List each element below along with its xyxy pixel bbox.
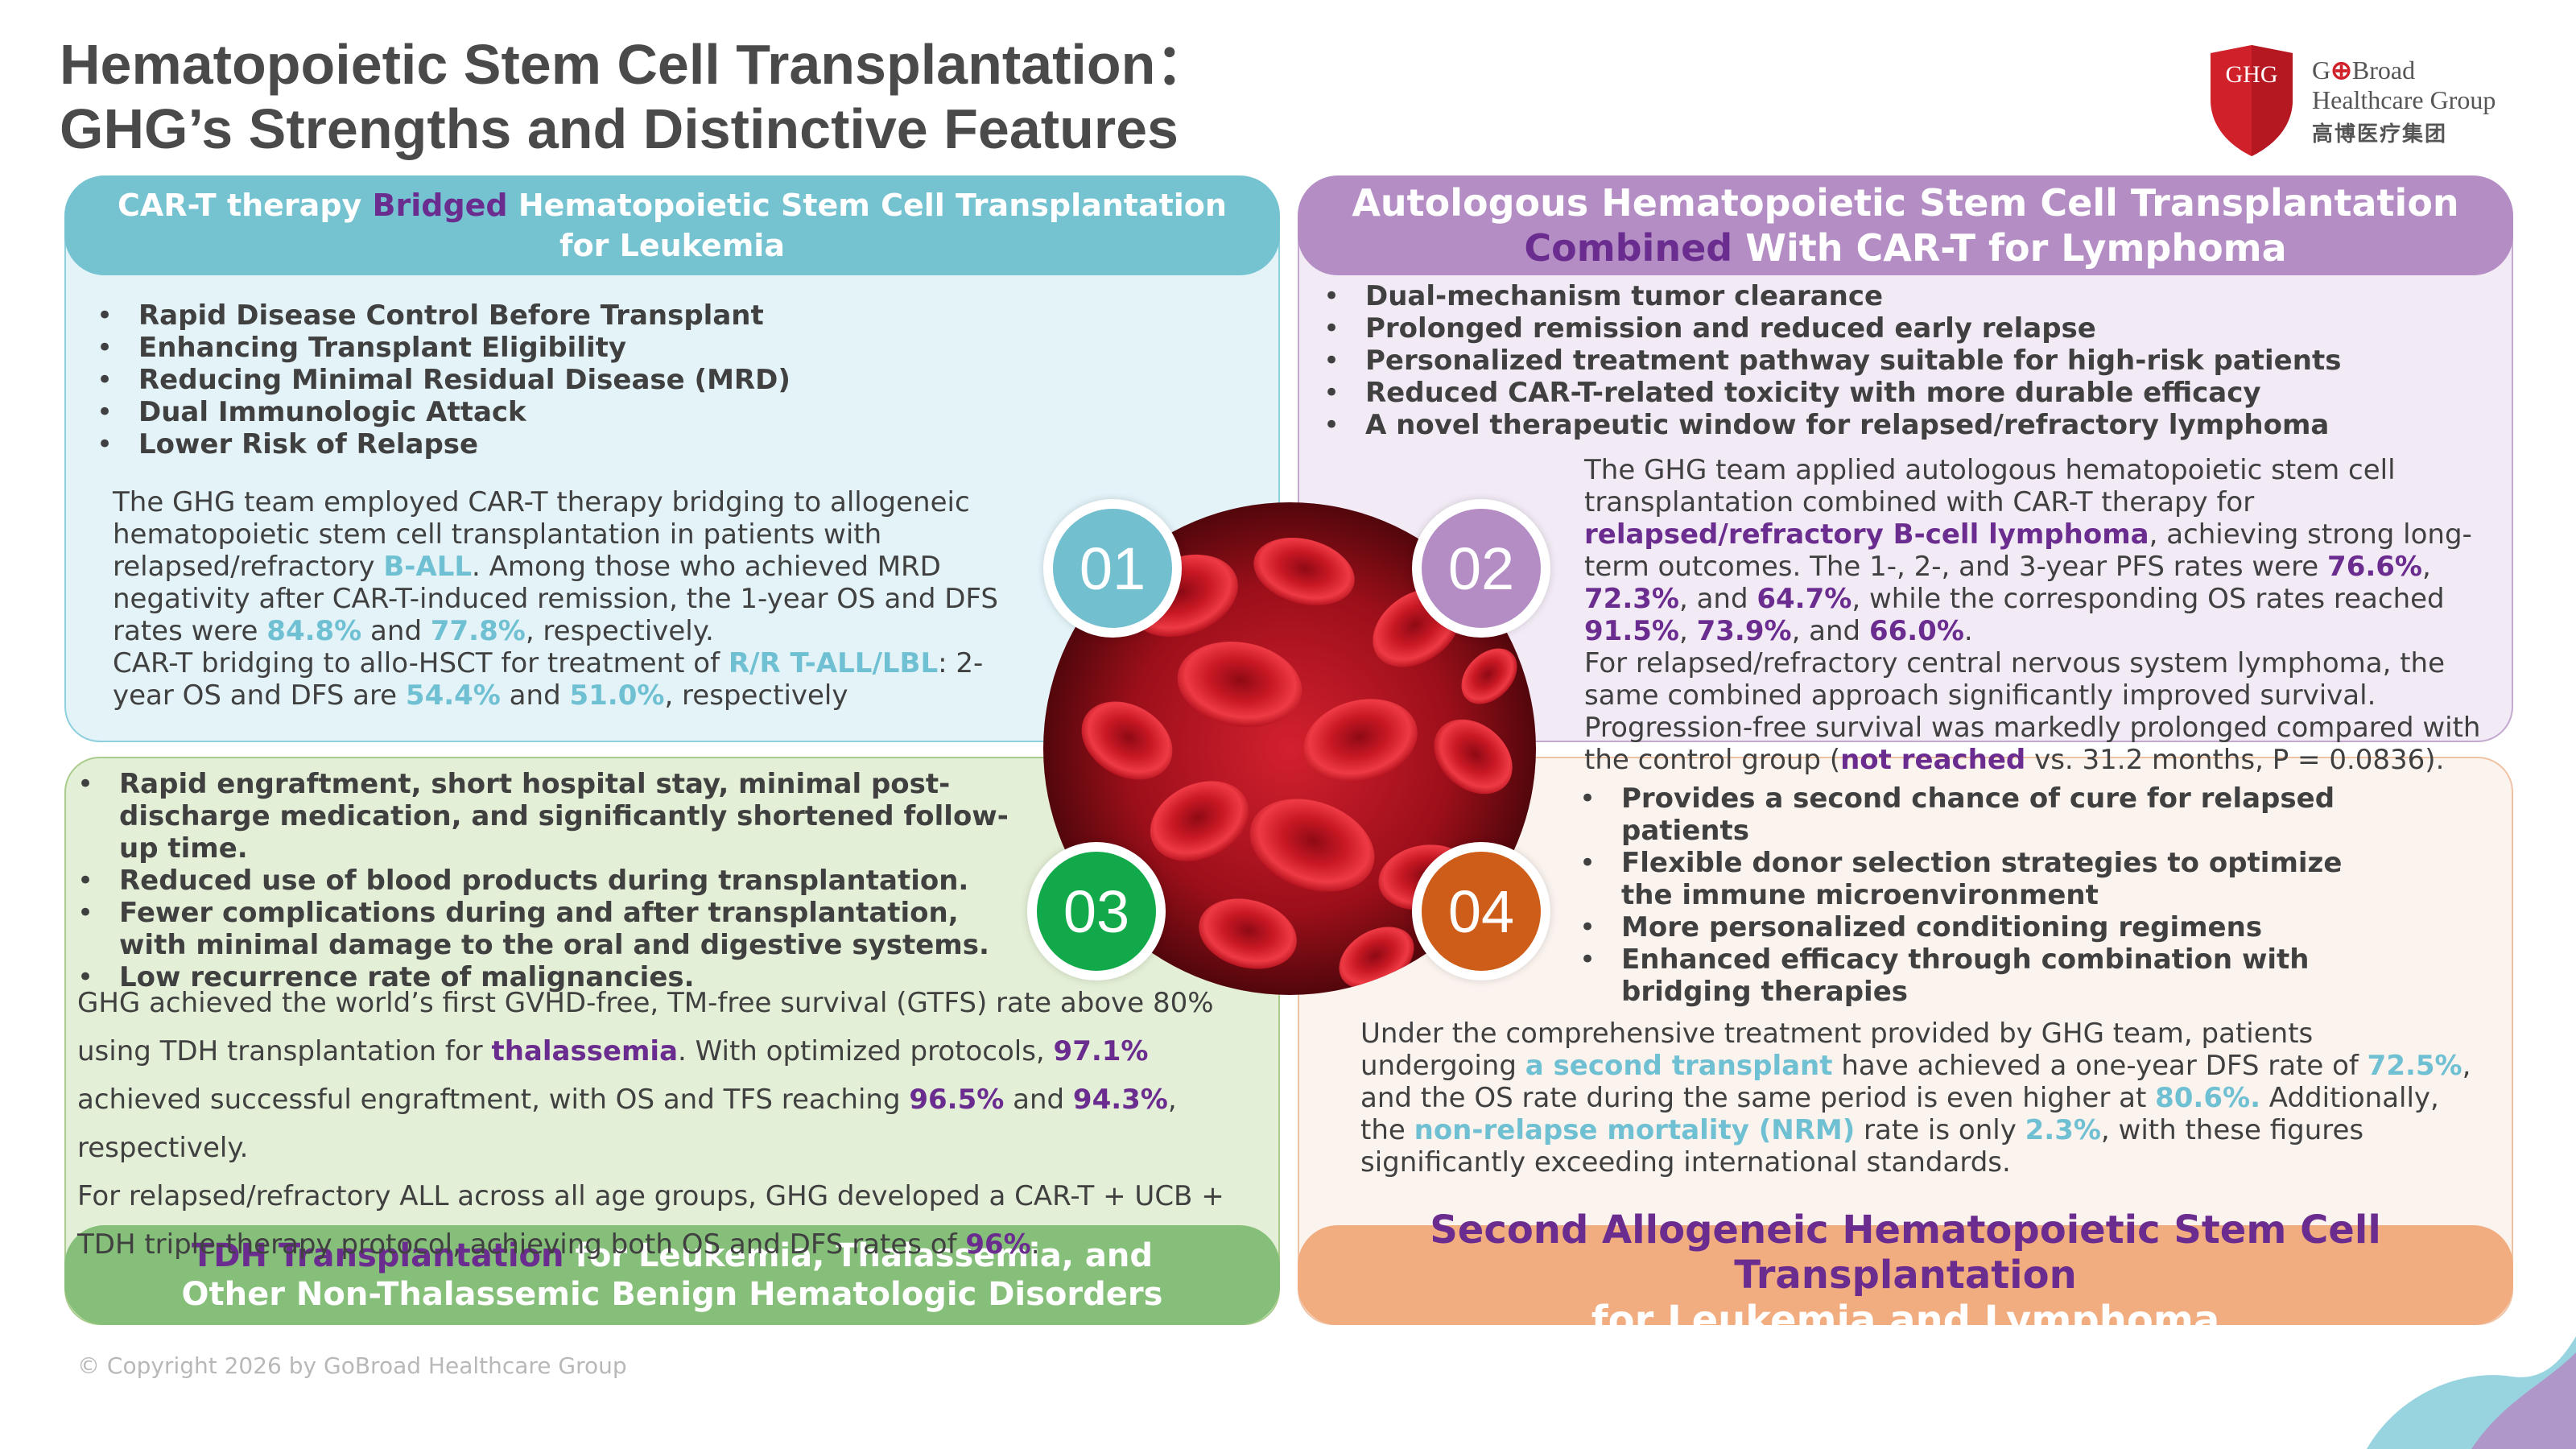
list-item: More personalized conditioning regimens [1579, 911, 2384, 943]
page-title-line2: GHG’s Strengths and Distinctive Features [60, 97, 1179, 160]
list-item: Fewer complications during and after tra… [77, 897, 1027, 961]
list-item: Prolonged remission and reduced early re… [1323, 312, 2450, 345]
number-badge-02: 02 [1412, 499, 1550, 638]
list-item: Reduced CAR-T-related toxicity with more… [1323, 377, 2450, 409]
panel4-bullet-list: Provides a second chance of cure for rel… [1579, 782, 2384, 1008]
logo-brand-line3: 高博医疗集团 [2312, 122, 2448, 146]
number-badge-04: 04 [1412, 842, 1550, 980]
list-item: Personalized treatment pathway suitable … [1323, 345, 2450, 377]
list-item: Rapid Disease Control Before Transplant [97, 299, 1143, 332]
panel1-paragraph: The GHG team employed CAR-T therapy brid… [113, 486, 998, 712]
list-item: Lower Risk of Relapse [97, 428, 1143, 460]
plus-circle-icon: ⊕ [2330, 56, 2352, 85]
panel1-heading: CAR-T therapy Bridged Hematopoietic Stem… [64, 175, 1280, 275]
shield-icon [2211, 45, 2293, 156]
panel2-bullet-list: Dual-mechanism tumor clearance Prolonged… [1323, 280, 2450, 441]
number-badge-03: 03 [1027, 842, 1166, 980]
number-badge-01: 01 [1043, 499, 1182, 638]
panel4-paragraph: Under the comprehensive treatment provid… [1360, 1018, 2471, 1179]
list-item: Dual Immunologic Attack [97, 396, 1143, 428]
page-title-line1: Hematopoietic Stem Cell Transplantation： [60, 33, 1212, 96]
list-item: Provides a second chance of cure for rel… [1579, 782, 2384, 847]
logo-brand-line2: Healthcare Group [2312, 85, 2496, 114]
panel1-bullet-list: Rapid Disease Control Before Transplant … [97, 299, 1143, 460]
logo-brand-line1: G⊕Broad [2312, 56, 2416, 85]
list-item: A novel therapeutic window for relapsed/… [1323, 409, 2450, 441]
list-item: Rapid engraftment, short hospital stay, … [77, 768, 1027, 865]
panel3-heading: TDH Transplantation for Leukemia, Thalas… [64, 1225, 1280, 1325]
panel2-heading: Autologous Hematopoietic Stem Cell Trans… [1298, 175, 2513, 275]
logo-shield-text: GHG [2225, 61, 2278, 88]
panel3-paragraph: GHG achieved the world’s first GVHD-free… [77, 987, 1224, 1261]
page-title: Hematopoietic Stem Cell Transplantation：… [60, 32, 1212, 161]
list-item: Enhanced efficacy through combination wi… [1579, 943, 2384, 1008]
list-item: Enhancing Transplant Eligibility [97, 332, 1143, 364]
list-item: Reducing Minimal Residual Disease (MRD) [97, 364, 1143, 396]
copyright-text: © Copyright 2026 by GoBroad Healthcare G… [77, 1352, 627, 1379]
list-item: Reduced use of blood products during tra… [77, 865, 1027, 897]
panel2-paragraph: The GHG team applied autologous hematopo… [1584, 454, 2481, 776]
panel3-bullet-list: Rapid engraftment, short hospital stay, … [77, 768, 1027, 993]
list-item: Low recurrence rate of malignancies. [77, 961, 1027, 993]
decorative-swoosh-icon [2367, 1336, 2576, 1449]
ghg-logo: GHG G⊕Broad Healthcare Group 高博医疗集团 [2207, 43, 2513, 164]
panel4-heading: Second Allogeneic Hematopoietic Stem Cel… [1298, 1208, 2513, 1343]
list-item: Flexible donor selection strategies to o… [1579, 847, 2384, 911]
list-item: Dual-mechanism tumor clearance [1323, 280, 2450, 312]
